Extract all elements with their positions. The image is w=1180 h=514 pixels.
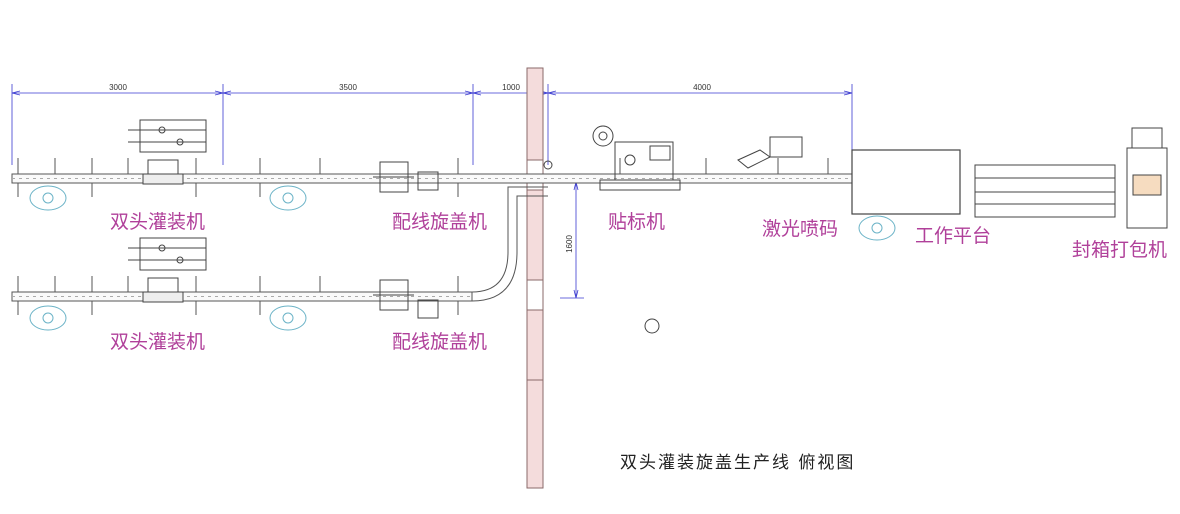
label-platform: 工作平台 <box>915 225 991 247</box>
filler-machine-top <box>128 119 207 185</box>
laser-marker <box>737 136 803 169</box>
labeling-machine <box>543 125 681 191</box>
label-capper-top: 配线旋盖机 <box>392 211 487 233</box>
conveyor-bottom <box>11 186 548 315</box>
dim-3500: 3500 <box>339 83 357 92</box>
drawing-title: 双头灌装旋盖生产线 俯视图 <box>620 453 855 473</box>
dim-3000: 3000 <box>109 83 127 92</box>
label-laser: 激光喷码 <box>762 218 838 240</box>
conveyor-top <box>11 158 853 197</box>
label-labeler: 贴标机 <box>608 211 665 233</box>
capping-machine-bottom <box>373 279 439 319</box>
label-capper-bottom: 配线旋盖机 <box>392 331 487 353</box>
label-filler-bottom: 双头灌装机 <box>110 331 205 353</box>
label-packer: 封箱打包机 <box>1072 239 1167 261</box>
work-platform <box>851 149 961 215</box>
wall <box>526 67 544 489</box>
case-packer <box>974 127 1168 229</box>
filler-machine-bottom <box>128 237 207 303</box>
dim-1600: 1600 <box>565 235 574 253</box>
dimension-lines <box>11 84 853 299</box>
capping-machine-top <box>373 161 439 193</box>
dim-4000: 4000 <box>693 83 711 92</box>
label-filler-top: 双头灌装机 <box>110 211 205 233</box>
floor-marker-icon <box>644 318 660 334</box>
dim-1000: 1000 <box>502 83 520 92</box>
worker-figures <box>29 185 896 331</box>
